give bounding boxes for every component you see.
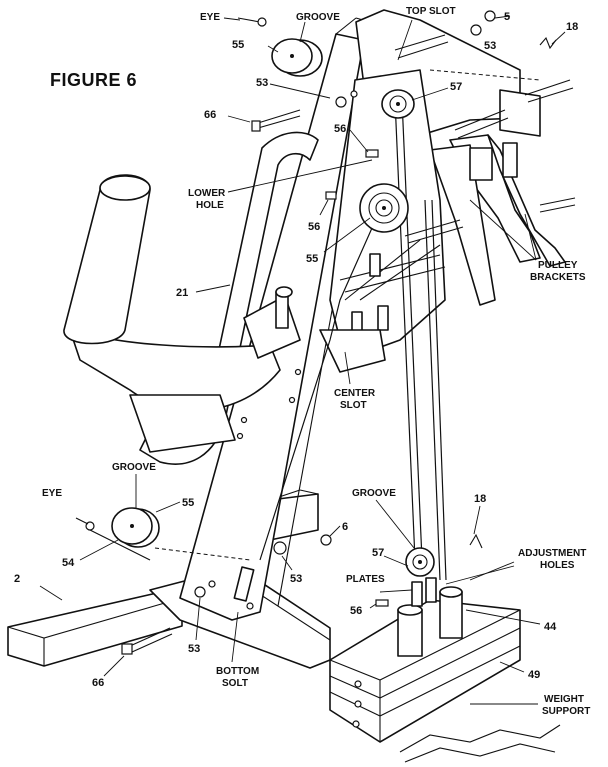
label-lower-hole-2: HOLE [196,200,224,211]
label-num-54: 54 [62,557,75,569]
label-lower-hole-1: LOWER [188,188,226,199]
label-adjustment-holes-1: ADJUSTMENT [518,548,586,559]
label-num-53-top: 53 [484,40,496,52]
label-num-66-top: 66 [204,109,216,121]
label-num-53-bottom: 53 [188,643,200,655]
label-num-5: 5 [504,11,510,23]
label-num-57-top: 57 [450,81,462,93]
label-weight-support-2: SUPPORT [542,706,590,717]
label-adjustment-holes-2: HOLES [540,560,575,571]
pulley-brackets [429,134,576,306]
label-weight-support-1: WEIGHT [544,694,584,705]
label-num-2: 2 [14,573,20,585]
bracket-18-right [469,533,483,549]
hardware [75,10,496,655]
label-center-slot-1: CENTER [334,388,376,399]
label-num-49: 49 [528,669,540,681]
label-num-66-low: 66 [92,677,104,689]
label-num-56-low: 56 [350,605,362,617]
front-base-tube [7,589,183,667]
pulleys [111,38,435,577]
label-pulley-brackets-1: PULLEY [538,260,578,271]
label-plates: PLATES [346,574,385,585]
label-bottom-solt-1: BOTTOM [216,666,259,677]
label-eye-top: EYE [200,12,220,23]
label-num-55-mid: 55 [306,253,318,265]
weight-stack [329,533,521,743]
label-num-56-b: 56 [308,221,320,233]
guide-tube-right [439,591,463,639]
label-groove-right: GROOVE [352,488,396,499]
label-top-slot: TOP SLOT [406,6,456,17]
label-groove-left: GROOVE [112,462,156,473]
label-num-21: 21 [176,287,188,299]
labels: FIGURE 6 EYE GROOVE TOP SLOT 5 18 55 53 … [14,6,590,717]
guide-tube-left [397,609,423,657]
figure-title: FIGURE 6 [50,70,137,90]
label-num-56-a: 56 [334,123,346,135]
label-num-53-mid: 53 [256,77,268,89]
label-num-55-left: 55 [182,497,194,509]
label-bottom-solt-2: SOLT [222,678,248,689]
label-num-18-right: 18 [474,493,486,505]
label-num-57-low: 57 [372,547,384,559]
label-num-18-top: 18 [566,21,578,33]
label-pulley-brackets-2: BRACKETS [530,272,586,283]
bracket-18-top [539,36,557,50]
leader-lines [39,15,566,705]
label-num-53-low: 53 [290,573,302,585]
label-center-slot-2: SLOT [340,400,367,411]
label-eye-left: EYE [42,488,62,499]
label-num-44: 44 [544,621,557,633]
cable [89,99,447,581]
label-num-55-top: 55 [232,39,244,51]
label-num-6: 6 [342,521,348,533]
roller-pad [63,174,151,345]
label-groove-top: GROOVE [296,12,340,23]
arm-and-pad [63,131,319,465]
